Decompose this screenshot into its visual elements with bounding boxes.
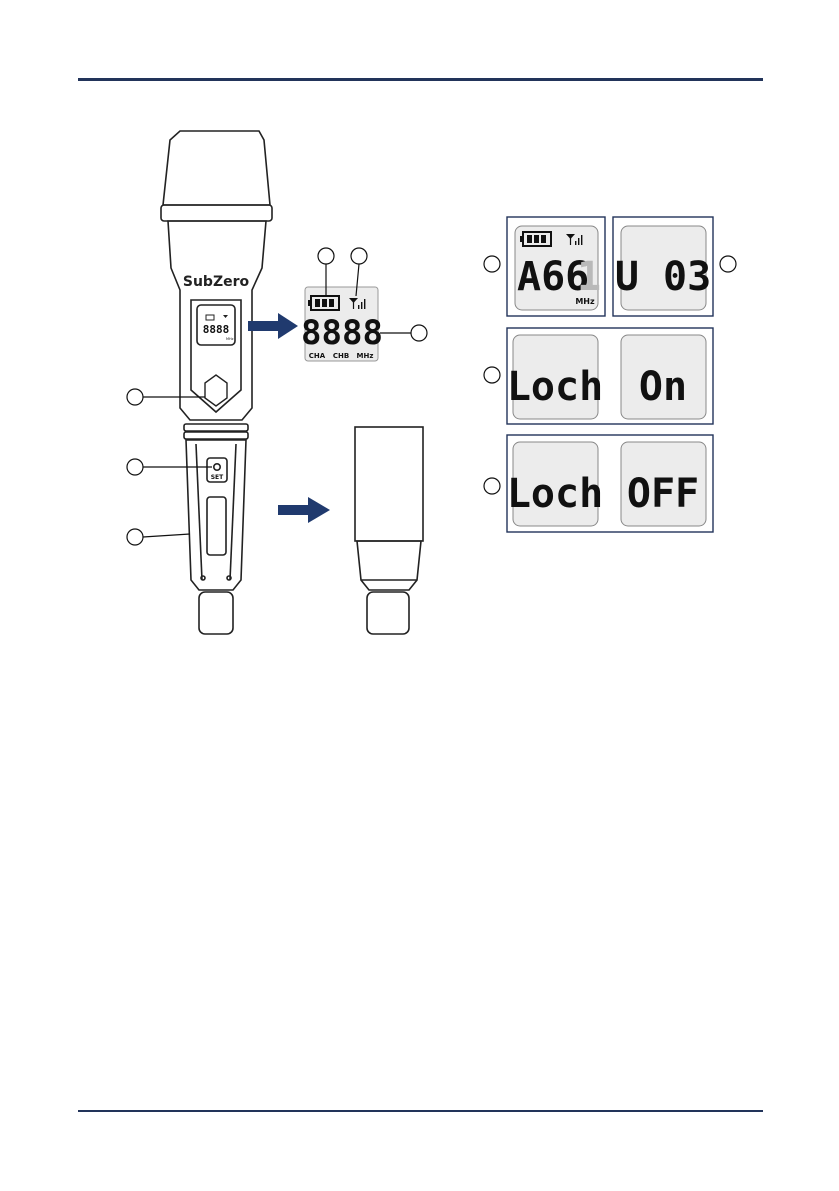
panel-lock-off-left-text: Loch <box>507 471 603 517</box>
mic-front-panel <box>191 300 241 412</box>
mic-bottom-cap <box>199 592 233 634</box>
mini-signal-icon <box>223 315 228 318</box>
callout-battery <box>127 529 143 545</box>
mic-handle-groove-r <box>230 444 236 580</box>
callout-battery-line <box>143 534 190 537</box>
panel-lock-on-right-text: On <box>639 364 687 410</box>
callout-panel-lock-off <box>484 478 500 494</box>
panel-lock-on-left-text: Loch <box>507 364 603 410</box>
mic-handle <box>186 440 246 590</box>
callout-panel-frequency <box>484 256 500 272</box>
power-button[interactable] <box>205 375 227 406</box>
top-rule <box>78 78 763 81</box>
panel-lock-off-right-text: OFF <box>627 471 699 517</box>
panel-frequency-ghost: 1 <box>577 254 601 300</box>
arrow-to-handle <box>278 497 330 523</box>
panel-frequency-unit: MHz <box>575 297 595 306</box>
mic-grille <box>163 131 270 205</box>
mic-screw-l <box>201 576 205 580</box>
callout-panel-lock-on <box>484 367 500 383</box>
mic-screw-r <box>227 576 231 580</box>
callout-signal-indicator <box>351 248 367 264</box>
callout-power <box>127 389 143 405</box>
battery-slot <box>207 497 226 555</box>
microphone <box>161 131 272 634</box>
mic-ring-2 <box>184 432 248 439</box>
mic-body <box>168 221 266 420</box>
mic-mini-lcd: 8888 MHz <box>203 315 234 341</box>
big-lcd-label-mhz: MHz <box>357 352 374 360</box>
mic-handle-groove-l <box>196 444 202 580</box>
arrow-to-lcd <box>248 313 298 339</box>
handle-sleeve <box>355 427 423 541</box>
big-lcd-label-cha: CHA <box>309 352 326 360</box>
big-lcd-digits: 8888 <box>301 313 383 353</box>
callout-battery-indicator <box>318 248 334 264</box>
bottom-rule <box>78 1110 763 1112</box>
panel-channel-text: U 03 <box>615 254 711 300</box>
mic-ring-1 <box>184 424 248 431</box>
brand-logo: SubZero <box>183 274 250 290</box>
handle-cover <box>355 427 423 634</box>
callout-set <box>127 459 143 475</box>
mini-battery-icon <box>206 315 214 320</box>
big-lcd: 8888 CHA CHB MHz <box>301 287 383 361</box>
handle-cap <box>367 592 409 634</box>
handle-collar <box>357 541 421 590</box>
set-button[interactable] <box>214 464 220 470</box>
big-lcd-label-chb: CHB <box>333 352 349 360</box>
callout-frequency <box>411 325 427 341</box>
mini-lcd-unit: MHz <box>226 337 234 341</box>
set-label: SET <box>211 474 224 481</box>
mini-lcd-digits: 8888 <box>203 323 230 336</box>
mic-grille-ring <box>161 205 272 221</box>
callout-panel-channel <box>720 256 736 272</box>
